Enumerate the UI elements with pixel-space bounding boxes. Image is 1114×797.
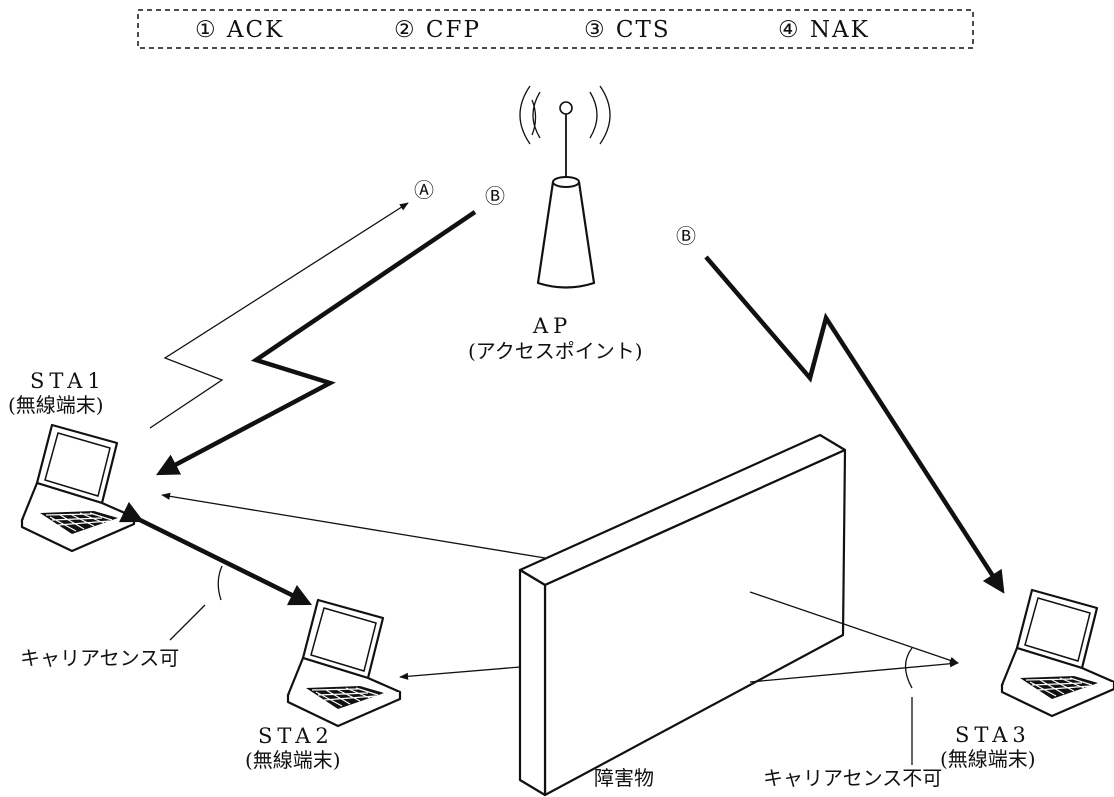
signal-b-ap-to-sta1 (156, 210, 477, 476)
sta1-description: (無線端末) (8, 393, 104, 417)
sta1-sta2-link (118, 501, 313, 606)
sta2-description: (無線端末) (245, 748, 341, 772)
signal-through-upper (749, 591, 959, 664)
legend-option-ack: ① ACK (195, 17, 284, 43)
sta2-laptop-icon (286, 598, 402, 728)
carrier-sense-ng-label: キャリアセンス不可 (763, 766, 942, 790)
signal-b-ap-to-sta3 (704, 255, 1005, 594)
sta2-name: STA2 (258, 724, 334, 748)
sta3-name: STA3 (955, 723, 1031, 747)
mark-b-sta3: Ⓑ (676, 224, 696, 248)
sta3-description: (無線端末) (940, 747, 1036, 771)
legend-option-cts: ③ CTS (584, 17, 671, 43)
ap-description: (アクセスポイント) (468, 339, 643, 363)
reflection-to-sta1 (161, 492, 546, 559)
signal-a-sta1-to-ap (149, 202, 409, 429)
legend-box (137, 9, 974, 49)
mark-a: Ⓐ (414, 178, 434, 202)
antenna-tower-icon (519, 85, 611, 289)
mark-b-sta1: Ⓑ (485, 184, 505, 208)
obstacle-wall (518, 433, 847, 797)
carrier-sense-ok-label: キャリアセンス可 (20, 646, 179, 670)
carrier-sense-mark-ok (217, 565, 223, 601)
sta1-name: STA1 (30, 369, 106, 393)
obstacle-label: 障害物 (594, 766, 654, 790)
sta1-laptop-icon (20, 423, 136, 553)
carrier-sense-mark-ng (904, 647, 913, 689)
sta3-laptop-icon (1000, 588, 1114, 718)
signal-through-lower (749, 660, 959, 683)
ap-name: AP (532, 314, 572, 338)
legend-option-nak: ④ NAK (778, 17, 870, 43)
carrier-ok-leader (169, 604, 206, 641)
legend-option-cfp: ② CFP (394, 17, 481, 43)
reflection-to-sta2 (399, 666, 521, 680)
